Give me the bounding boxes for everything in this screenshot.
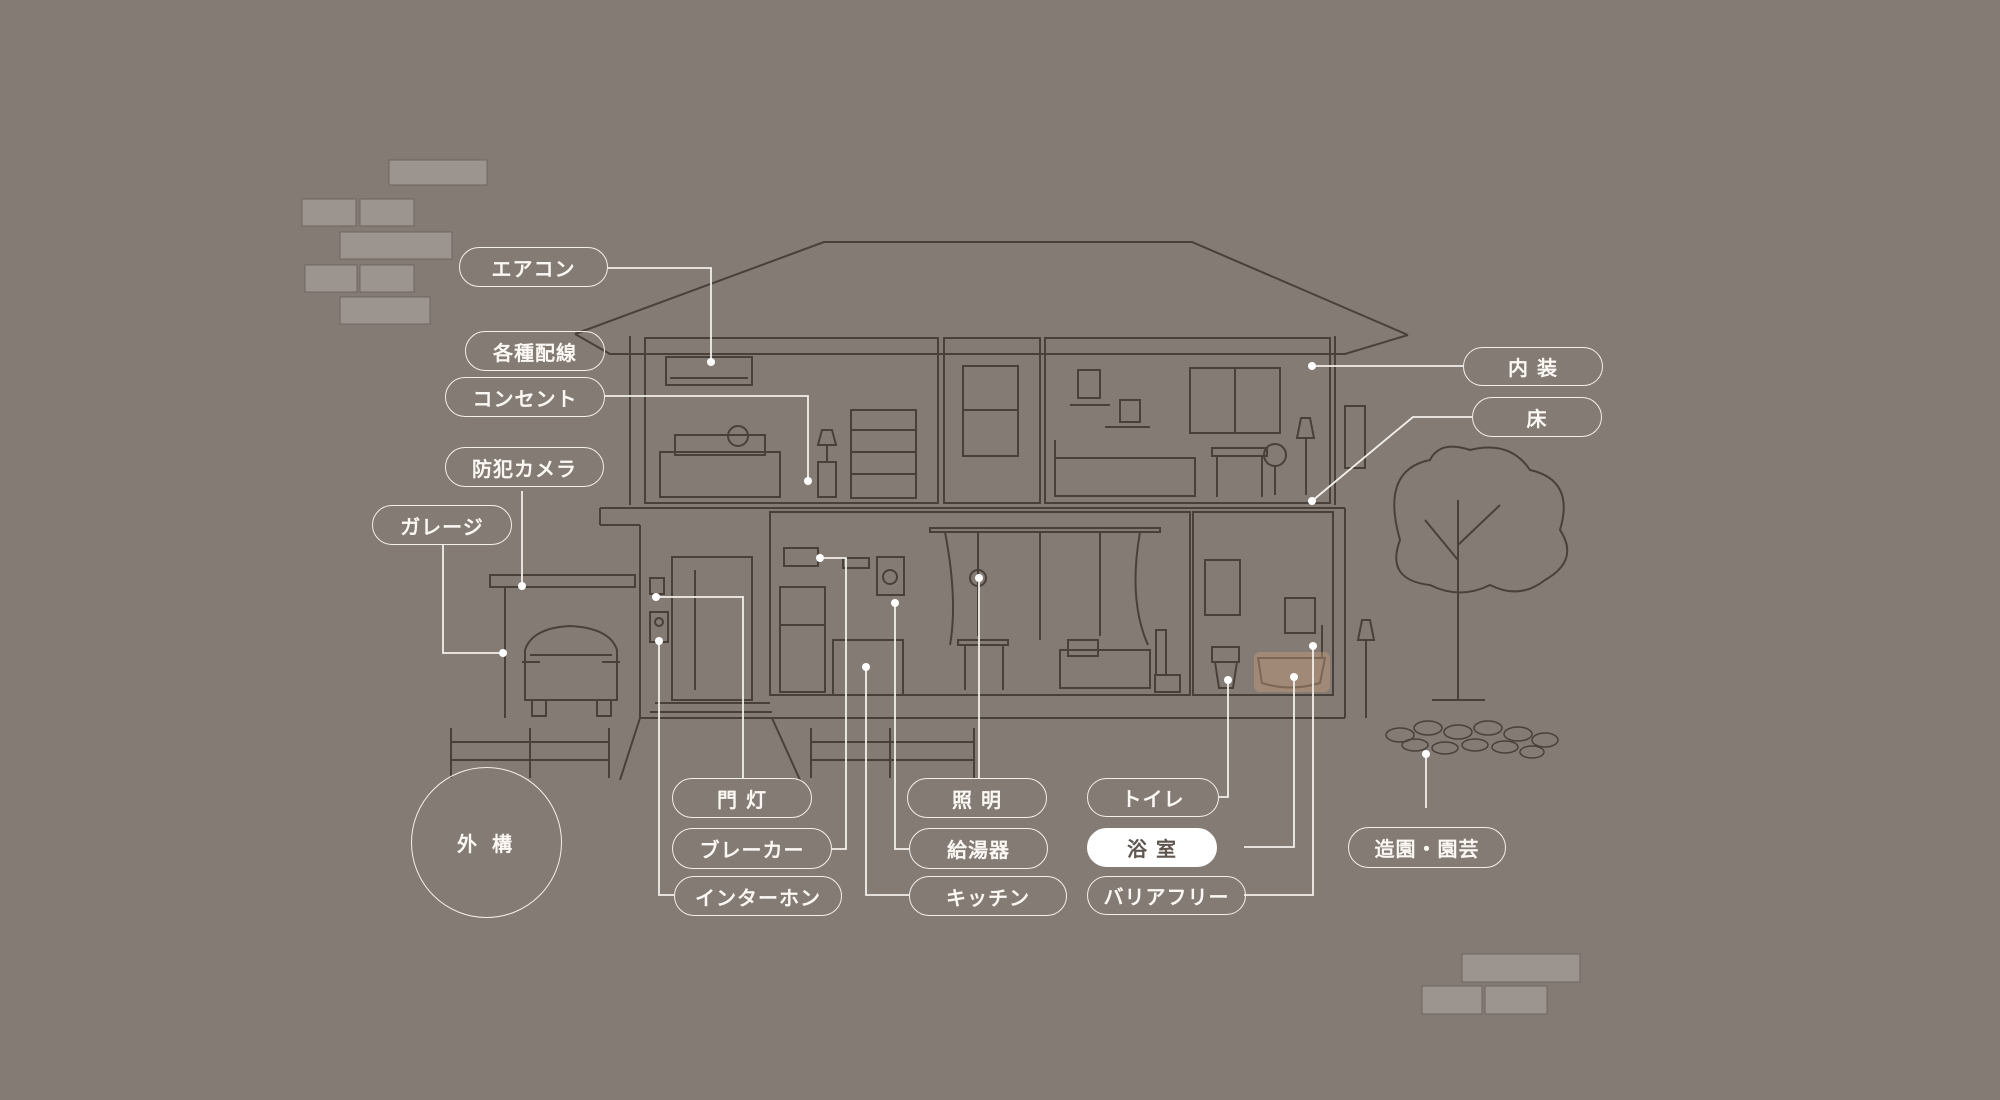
stepping-stones xyxy=(1385,720,1559,759)
floor-button[interactable]: 床 xyxy=(1472,397,1602,437)
landscaping-button[interactable]: 造園・園芸 xyxy=(1348,827,1506,868)
kitchen-button[interactable]: キッチン xyxy=(909,876,1067,916)
bathtub-highlight xyxy=(1254,652,1330,692)
fences xyxy=(450,728,975,778)
tree xyxy=(1393,445,1569,701)
bricks-bottom-right xyxy=(1421,953,1581,1015)
garage-button[interactable]: ガレージ xyxy=(372,505,512,545)
toilet-button[interactable]: トイレ xyxy=(1087,778,1219,817)
barrier-free-button[interactable]: バリアフリー xyxy=(1087,876,1246,915)
aircon-button[interactable]: エアコン xyxy=(459,247,608,287)
water-heater-button[interactable]: 給湯器 xyxy=(909,828,1048,869)
gate-light-button[interactable]: 門 灯 xyxy=(672,778,812,818)
breaker-button[interactable]: ブレーカー xyxy=(672,828,832,869)
house-sketch xyxy=(489,241,1409,781)
wiring-button[interactable]: 各種配線 xyxy=(465,331,605,371)
bricks-top-left xyxy=(301,159,488,325)
bathroom-button[interactable]: 浴 室 xyxy=(1087,828,1217,867)
exterior-button[interactable]: 外 構 xyxy=(411,767,562,918)
lighting-button[interactable]: 照 明 xyxy=(907,778,1047,818)
interior-button[interactable]: 内 装 xyxy=(1463,347,1603,386)
outlet-button[interactable]: コンセント xyxy=(445,377,605,417)
intercom-button[interactable]: インターホン xyxy=(674,876,842,916)
connector-lines xyxy=(442,267,1472,896)
connector-dots xyxy=(499,358,1430,758)
security-camera-button[interactable]: 防犯カメラ xyxy=(445,447,604,487)
